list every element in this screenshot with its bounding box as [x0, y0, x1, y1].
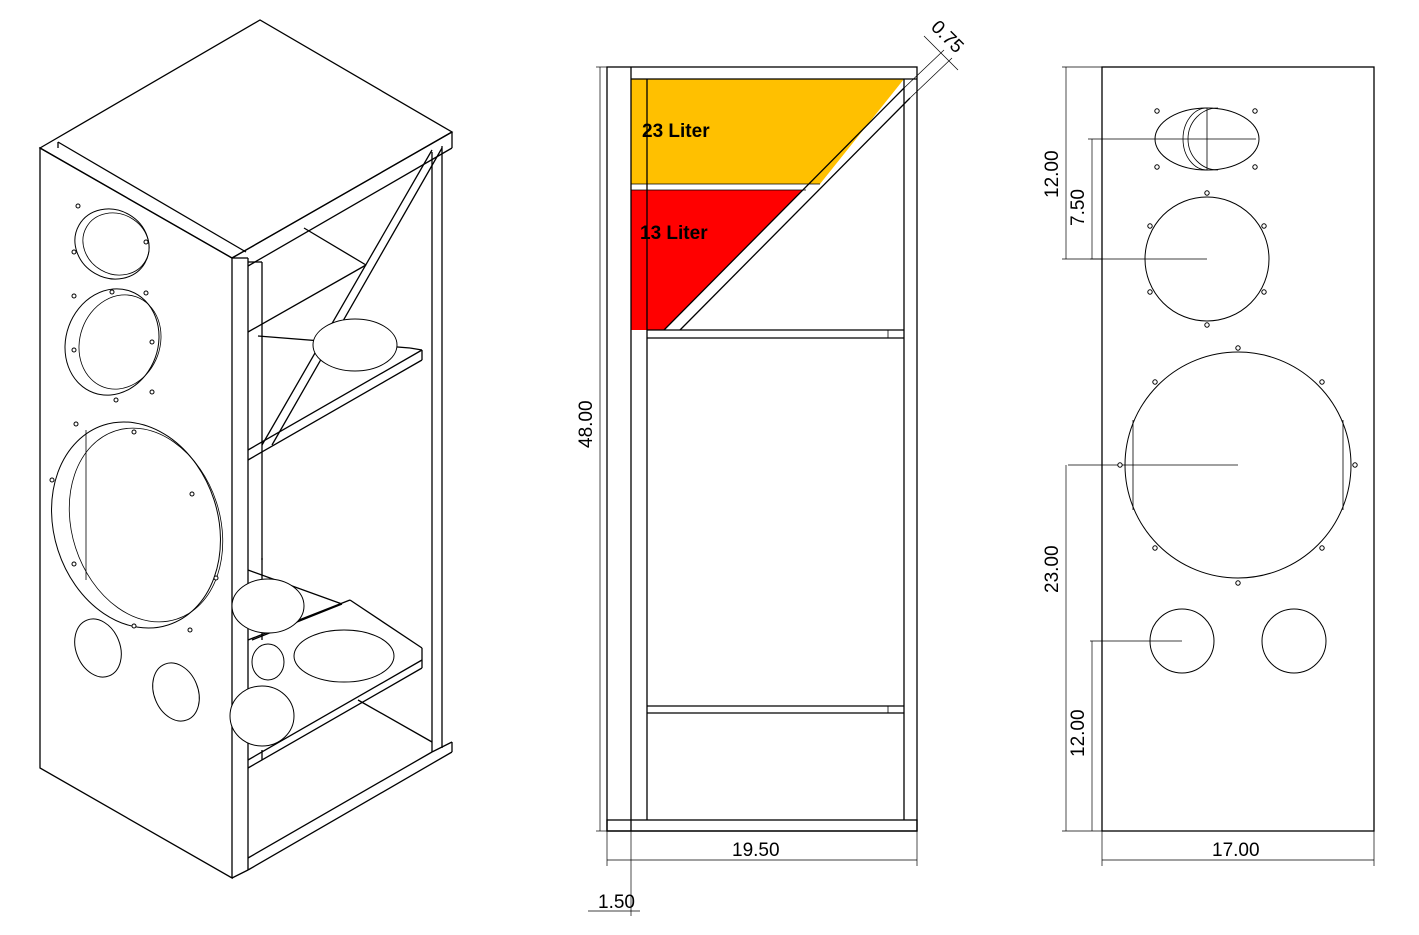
- iso-woofer-cutout: [51, 421, 221, 629]
- iso-shelf-hole-4: [229, 685, 295, 747]
- side-section-view: 23 Liter 13 Liter 48.00 19.50 1.50 0.75: [576, 17, 967, 916]
- iso-shelf-hole-2: [293, 629, 395, 683]
- front-view: 12.00 7.50 23.00 12.00 17.00: [1042, 66, 1375, 866]
- front-baffle-outline: [1101, 66, 1375, 832]
- dim-thickness: 1.50: [598, 892, 635, 913]
- chamber-13-liter: [631, 190, 803, 330]
- volume-label-13: 13 Liter: [640, 223, 708, 244]
- iso-port-cutout-2: [152, 662, 200, 722]
- dim-width: 17.00: [1212, 840, 1260, 861]
- iso-port-cutout-1: [74, 618, 122, 678]
- dim-mid-offset: 7.50: [1068, 189, 1089, 226]
- dim-port-height: 12.00: [1068, 709, 1089, 757]
- dim-height: 48.00: [576, 400, 597, 448]
- chamber-23-liter: [631, 79, 904, 184]
- iso-shelf-hole-3: [251, 643, 285, 681]
- dim-depth: 19.50: [732, 840, 780, 861]
- iso-tweeter-cutout: [74, 208, 150, 280]
- iso-shelf-hole-1: [231, 578, 305, 634]
- isometric-view: [38, 19, 454, 880]
- port-cutout-right: [1261, 608, 1327, 674]
- dim-woofer-height: 23.00: [1042, 545, 1063, 593]
- iso-mid-cutout: [64, 288, 160, 396]
- iso-shelf-hole-upper: [312, 318, 398, 372]
- volume-label-23: 23 Liter: [642, 121, 710, 142]
- dim-divider: 0.75: [926, 17, 967, 58]
- dim-top-offset: 12.00: [1042, 150, 1063, 198]
